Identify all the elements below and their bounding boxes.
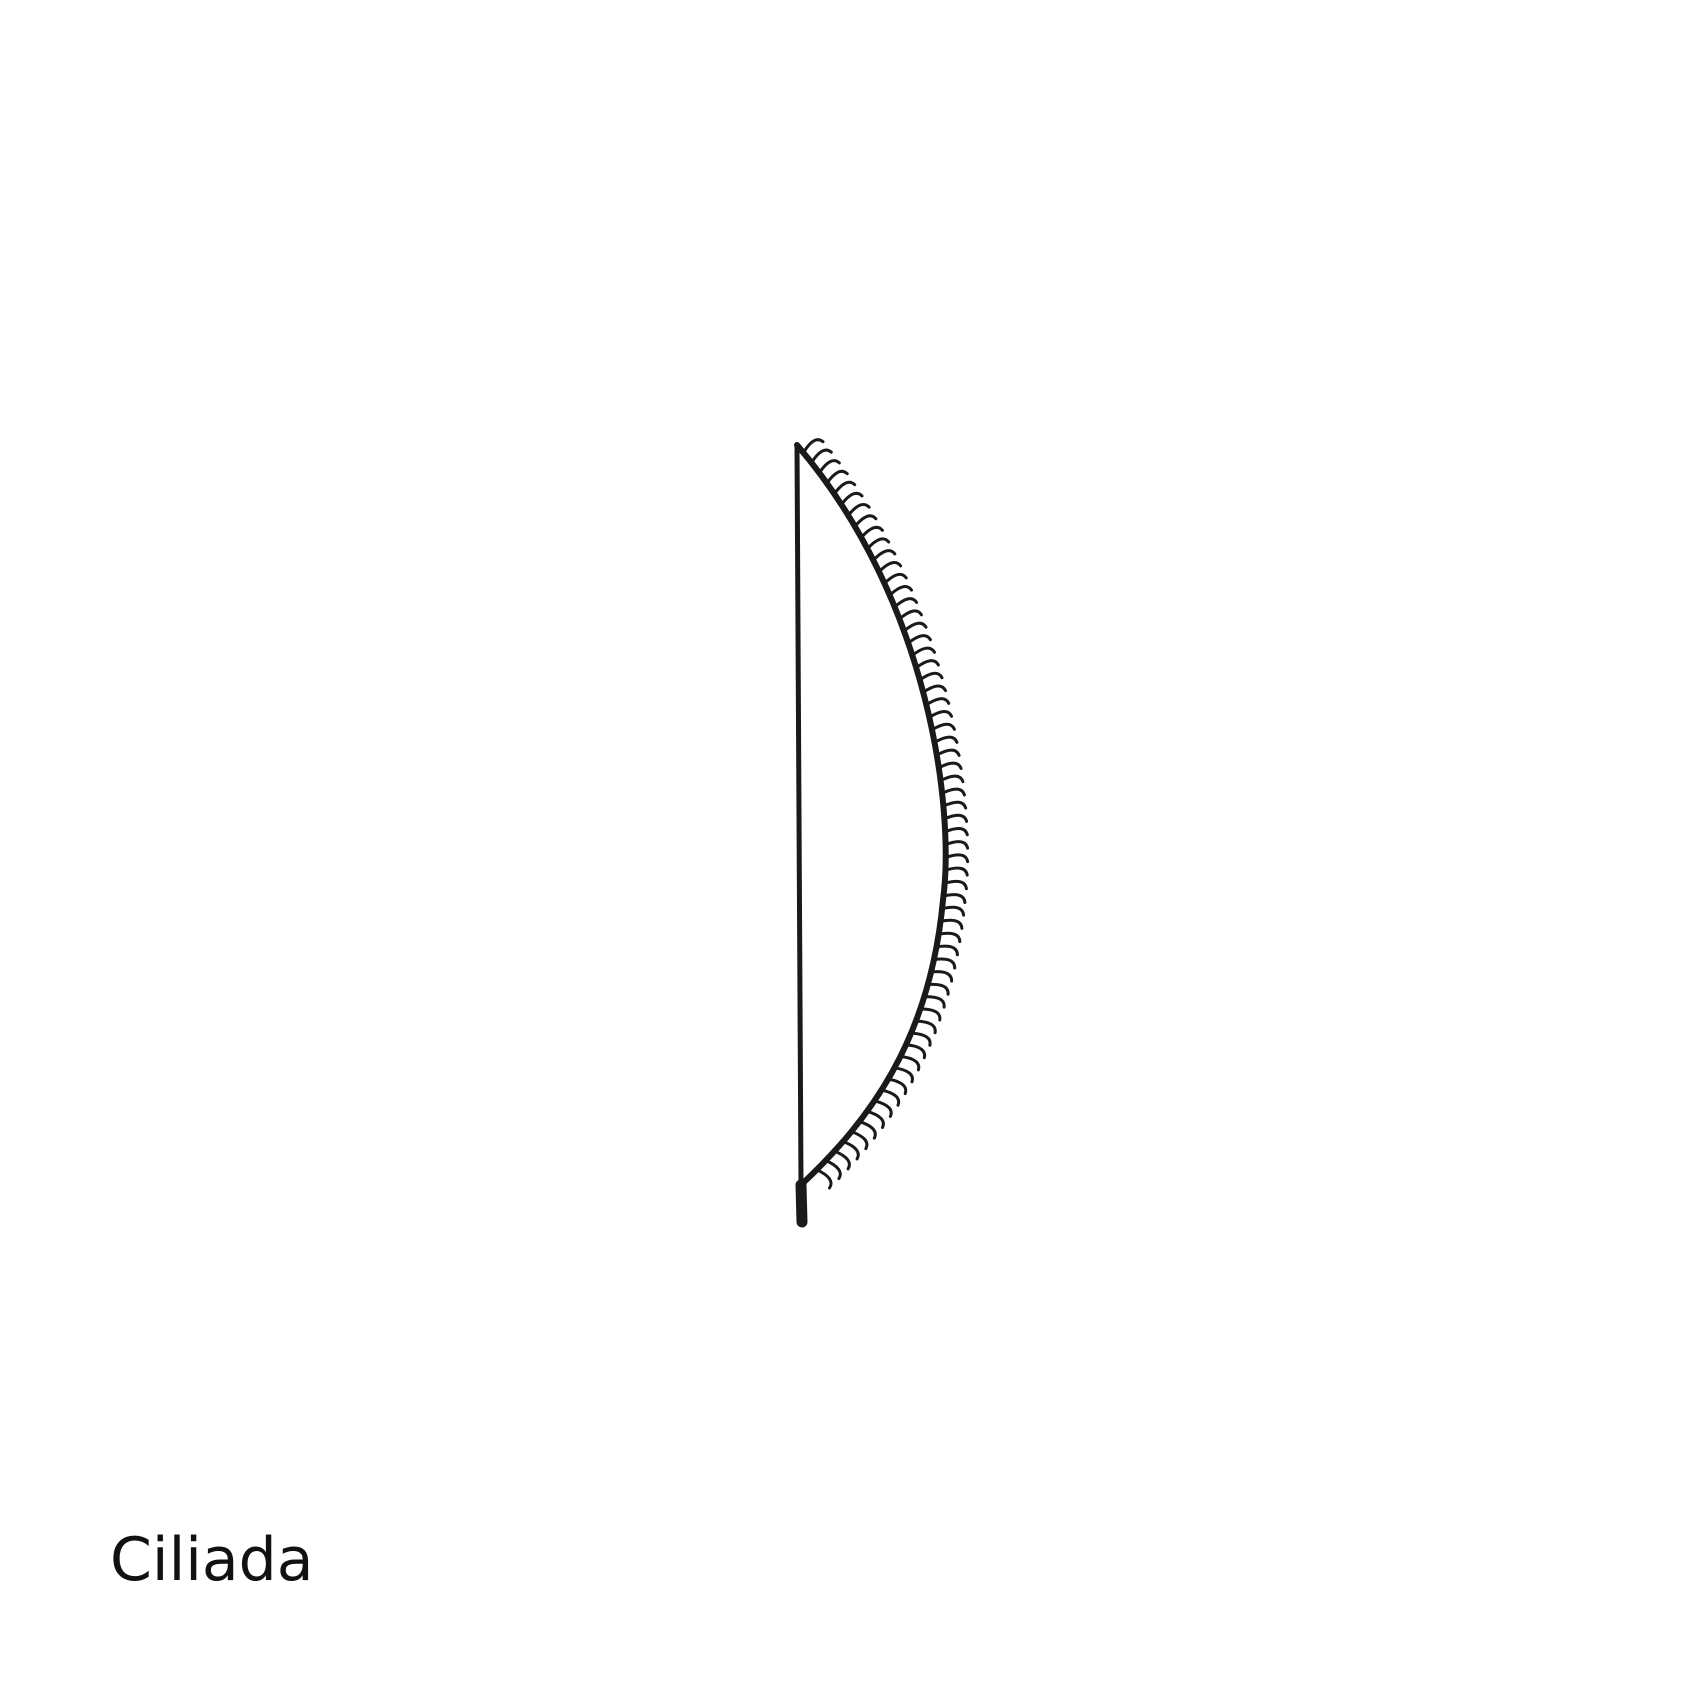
cilium-hair — [873, 1099, 893, 1118]
cilium-hair — [924, 697, 951, 707]
cilium-hair — [839, 491, 864, 506]
cilium-hair — [888, 585, 913, 597]
cilium-hair — [832, 480, 857, 496]
cilium-hair — [902, 621, 928, 633]
cilium-hair — [865, 1109, 885, 1129]
cilium-hair — [910, 646, 936, 657]
cilium-hair — [927, 709, 954, 719]
cilium-hair — [877, 561, 903, 574]
cilium-hair — [857, 1120, 877, 1140]
cilium-hair — [815, 1168, 833, 1190]
cilium-hair — [886, 1077, 908, 1096]
cilium-hair — [846, 503, 871, 517]
cilium-hair — [893, 597, 919, 609]
cilium-hair — [897, 609, 923, 621]
cilium-hair — [942, 893, 967, 904]
cilium-hair — [880, 1088, 901, 1107]
cilium-hair — [899, 1054, 921, 1072]
cilium-hair — [865, 537, 891, 551]
cilium-hair — [801, 438, 825, 455]
cilium-hair — [909, 1031, 932, 1047]
cilium-hair — [817, 459, 841, 475]
cilium-hair — [939, 774, 965, 784]
cilium-hair — [940, 787, 966, 797]
cilium-hair — [849, 1130, 869, 1151]
cilium-hair — [943, 827, 969, 837]
cilium-hair — [914, 1019, 937, 1035]
cilium-hair — [833, 1149, 851, 1171]
cilium-hair — [942, 813, 969, 823]
cilium-hair — [935, 748, 961, 757]
cilium-hair — [937, 761, 963, 770]
cilium-hair — [929, 970, 954, 983]
cilium-hair — [943, 866, 969, 877]
ciliate-leaf-margin-icon — [794, 438, 970, 1228]
cilium-hair — [918, 1007, 942, 1022]
cilium-hair — [841, 1140, 860, 1161]
diagram-caption: Ciliada — [110, 1525, 314, 1595]
leaf-cilia-hairs — [801, 438, 970, 1190]
cilium-hair — [930, 722, 956, 732]
cilium-hair — [921, 684, 947, 694]
cilium-hair — [944, 853, 970, 864]
leaf-midrib — [794, 442, 804, 1188]
cilium-hair — [825, 469, 849, 485]
cilium-hair — [943, 879, 968, 891]
cilium-hair — [824, 1159, 842, 1181]
cilium-hair — [893, 1066, 914, 1084]
cilium-hair — [918, 671, 944, 682]
cilium-hair — [926, 982, 950, 996]
cilium-hair — [937, 931, 962, 944]
cilium-hair — [914, 659, 940, 670]
cilium-hair — [935, 944, 959, 957]
cilium-hair — [932, 957, 957, 970]
cilium-hair — [933, 735, 959, 744]
cilium-hair — [940, 905, 966, 917]
cilium-hair — [944, 840, 970, 850]
leaf-margin-curve — [794, 442, 949, 1188]
cilium-hair — [883, 572, 908, 585]
cilium-hair — [906, 634, 932, 645]
leaf-petiole — [795, 1179, 808, 1228]
cilium-hair — [904, 1043, 927, 1060]
cilium-hair — [939, 918, 964, 930]
cilium-hair — [859, 525, 884, 539]
cilium-hair — [922, 995, 946, 1009]
cilium-hair — [810, 448, 833, 465]
cilium-hair — [871, 549, 897, 562]
cilium-hair — [853, 514, 878, 528]
cilium-hair — [941, 800, 968, 810]
